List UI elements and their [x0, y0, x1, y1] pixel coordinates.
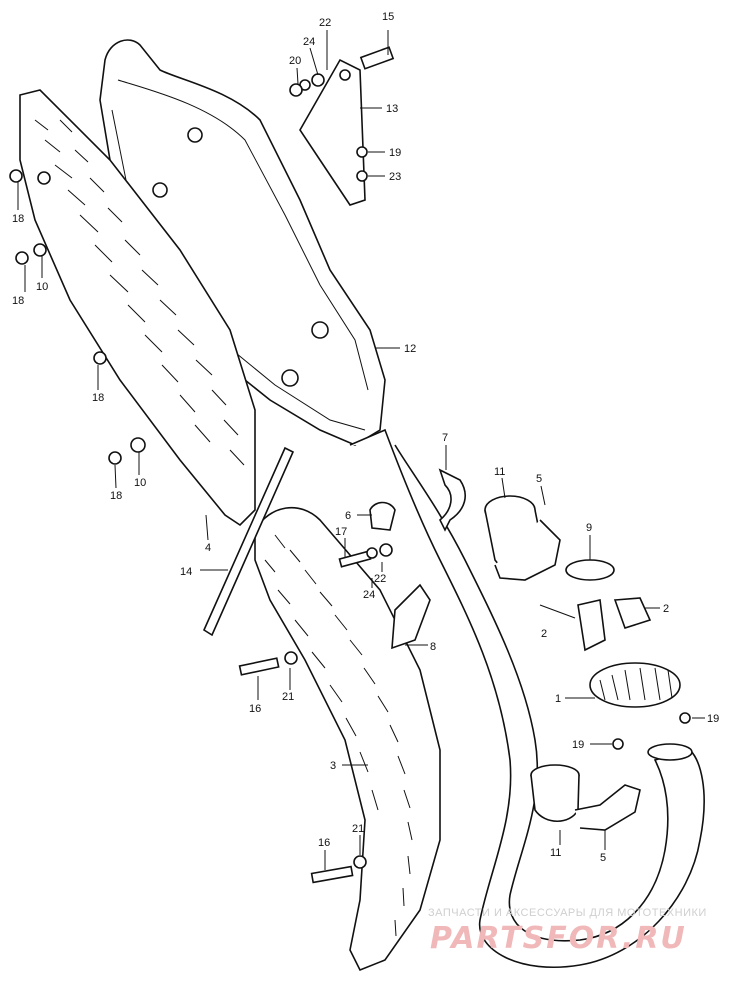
label-22-top: 22: [319, 17, 331, 29]
label-2-right: 2: [663, 603, 669, 615]
label-12: 12: [404, 343, 416, 355]
label-18-b: 18: [12, 295, 24, 307]
nut-19-b: [612, 738, 624, 750]
sleeve-11-lower: [530, 764, 641, 831]
watermark-brand: PARTSFOR.RU: [430, 921, 687, 956]
label-21-mid: 21: [282, 691, 294, 703]
label-22-mid: 22: [374, 573, 386, 585]
label-16-bottom: 16: [318, 837, 330, 849]
screws-18: [9, 169, 146, 465]
label-5-bottom: 5: [600, 852, 606, 864]
bolt-16-upper: [238, 651, 298, 676]
label-23: 23: [389, 171, 401, 183]
bolt-17: [338, 543, 393, 568]
label-10-a: 10: [36, 281, 48, 293]
gasket-9: [565, 559, 615, 581]
clamp-7: [438, 468, 466, 532]
sleeve-11-upper: [484, 495, 561, 581]
label-18-c: 18: [92, 392, 104, 404]
clamp-6: [369, 501, 396, 531]
label-11-bottom: 11: [550, 847, 561, 859]
heat-shield-lower: [254, 506, 441, 972]
label-7: 7: [442, 432, 448, 444]
label-8: 8: [430, 641, 436, 653]
label-24-mid: 24: [363, 589, 375, 601]
exhaust-pipe: [349, 428, 705, 969]
label-4: 4: [205, 542, 211, 554]
heat-shield-upper: [19, 89, 256, 527]
label-10-b: 10: [134, 477, 146, 489]
label-14: 14: [180, 566, 192, 578]
label-11-top: 11: [494, 466, 505, 478]
label-6: 6: [345, 510, 351, 522]
label-17: 17: [335, 526, 347, 538]
rod: [202, 446, 295, 637]
label-1: 1: [555, 693, 561, 705]
label-21-bottom: 21: [352, 823, 364, 835]
bolt-16-lower: [310, 855, 367, 884]
label-24-top: 24: [303, 36, 315, 48]
label-19-mid: 19: [572, 739, 584, 751]
label-19-right: 19: [707, 713, 719, 725]
collets-2: [577, 597, 652, 652]
watermark: ЗАПЧАСТИ И АКСЕССУАРЫ ДЛЯ МОТОТЕХНИКИ PA…: [428, 907, 707, 956]
part-labels: 15 22 24 20 13 19 23 12 18 18 10 18 18 1…: [12, 11, 719, 864]
label-2-left: 2: [541, 628, 547, 640]
label-9: 9: [586, 522, 592, 534]
label-18-d: 18: [110, 490, 122, 502]
watermark-tagline: ЗАПЧАСТИ И АКСЕССУАРЫ ДЛЯ МОТОТЕХНИКИ: [428, 907, 707, 919]
bracket-upper: [289, 46, 395, 206]
label-20: 20: [289, 55, 301, 67]
label-18-a: 18: [12, 213, 24, 225]
label-19-top: 19: [389, 147, 401, 159]
label-15: 15: [382, 11, 394, 23]
label-5-top: 5: [536, 473, 542, 485]
plate-8: [391, 583, 431, 650]
leader-lines: [17, 30, 705, 870]
label-16-mid: 16: [249, 703, 261, 715]
flange-1: [589, 662, 681, 708]
label-13: 13: [386, 103, 398, 115]
nut-19-a: [679, 712, 691, 724]
muffler: [99, 39, 386, 446]
label-3: 3: [330, 760, 336, 772]
